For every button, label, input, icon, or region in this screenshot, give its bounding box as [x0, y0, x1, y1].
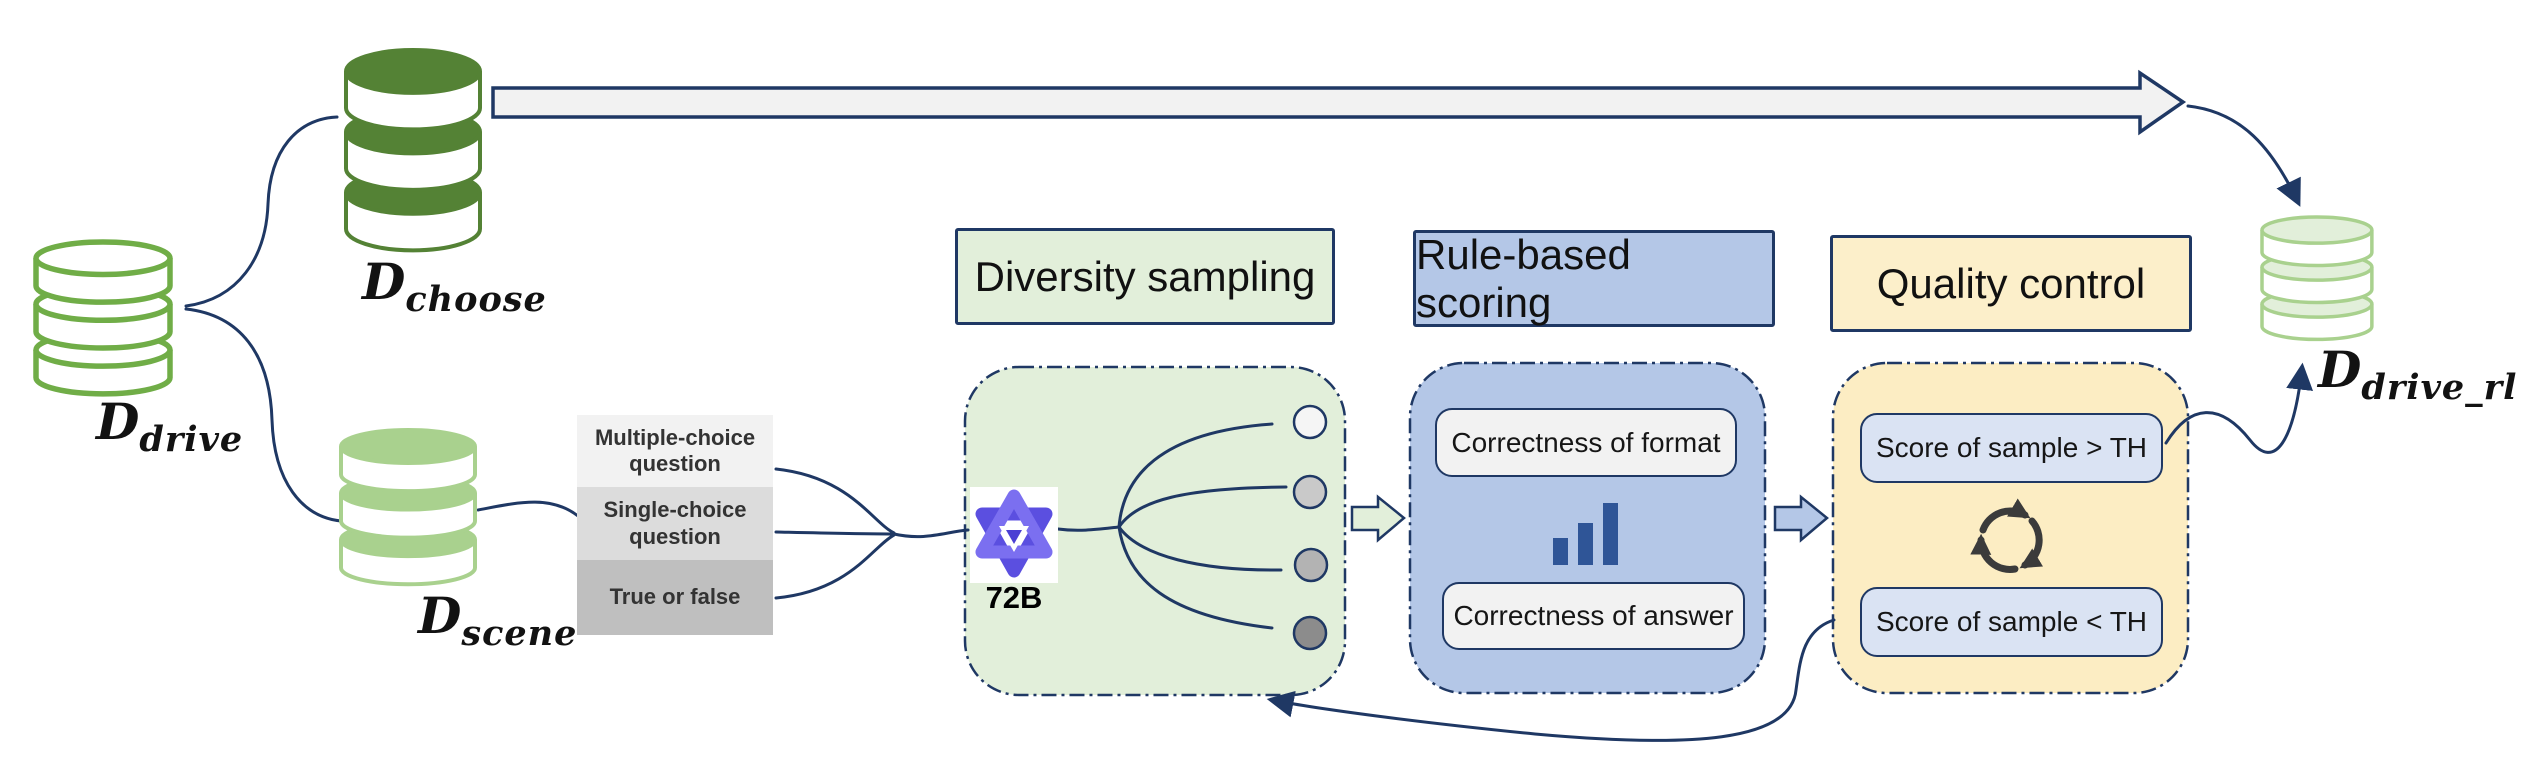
- quality-control-title: Quality control: [1876, 259, 2146, 307]
- qwen-model-logo: [970, 487, 1058, 583]
- sample-circle-1: [1292, 404, 1328, 440]
- connector-lines: [184, 104, 2314, 742]
- drive-rl-dataset-label: Ddrive_rl: [2318, 340, 2517, 408]
- database-cylinder-drive-rl: [2262, 217, 2372, 339]
- sample-circle-3: [1293, 547, 1329, 583]
- drive-to-choose-connector: [184, 115, 339, 308]
- drive-dataset-label-sub: drive: [139, 419, 244, 460]
- drive-dataset-label: Ddrive: [96, 392, 243, 460]
- sample-circle-4: [1292, 615, 1328, 651]
- model-size-label: 72B: [985, 580, 1043, 615]
- choose-dataset-label-sub: choose: [405, 279, 547, 320]
- correctness-of-answer-box: Correctness of answer: [1442, 582, 1745, 650]
- drive-dataset-label-main: D: [96, 392, 140, 451]
- correctness-of-format-label: Correctness of format: [1451, 426, 1721, 458]
- diversity-sampling-header: Diversity sampling: [955, 228, 1335, 325]
- database-cylinder-drive: [36, 242, 170, 394]
- bar-chart-icon: [1553, 503, 1618, 565]
- rule-based-scoring-title: Rule-based scoring: [1416, 230, 1631, 326]
- score-low-feedback-connector: [1266, 618, 1836, 742]
- model-fanout-branch-3: [1117, 525, 1283, 572]
- drive-rl-dataset-label-main: D: [2318, 340, 2362, 399]
- drive-to-scene-connector: [184, 307, 343, 523]
- question-type-multiple-choice-label: Multiple-choice question: [594, 424, 756, 476]
- question-type-true-false-label: True or false: [609, 584, 741, 610]
- quality-control-header: Quality control: [1830, 235, 2192, 332]
- choose-dataset-label: Dchoose: [362, 252, 547, 320]
- correctness-of-format-box: Correctness of format: [1435, 408, 1737, 477]
- score-high-to-drive-rl-connector: [2164, 362, 2314, 454]
- score-below-threshold-label: Score of sample < TH: [1875, 606, 2148, 637]
- choose-to-drive-rl-block-arrow: [491, 69, 2187, 136]
- choose-dataset-label-main: D: [362, 252, 406, 311]
- rule-based-scoring-header: Rule-based scoring: [1413, 230, 1775, 327]
- sample-circle-2: [1292, 474, 1328, 510]
- scene-dataset-label: Dscene: [418, 586, 577, 654]
- hub-to-model-connector: [892, 528, 970, 539]
- model-fanout-trunk: [1056, 525, 1121, 532]
- question-type-single-choice-label: Single-choice question: [603, 497, 747, 549]
- sample-circles: [1292, 404, 1329, 651]
- model-fanout-branch-2: [1117, 485, 1288, 529]
- rule-to-quality-block-arrow: [1773, 494, 1829, 543]
- diversity-sampling-title: Diversity sampling: [974, 252, 1316, 300]
- single-choice-to-model-connector: [774, 530, 896, 536]
- question-type-multiple-choice: Multiple-choice question: [577, 415, 773, 487]
- diversity-to-rule-block-arrow: [1350, 494, 1406, 543]
- model-logo-knot-icon: [975, 507, 1053, 578]
- arrow-tip-to-drive-rl-connector: [2186, 104, 2301, 207]
- score-above-threshold-box: Score of sample > TH: [1860, 413, 2163, 483]
- score-above-threshold-label: Score of sample > TH: [1875, 432, 2148, 463]
- question-type-single-choice: Single-choice question: [577, 487, 773, 560]
- true-false-to-model-connector: [774, 533, 896, 600]
- score-below-threshold-box: Score of sample < TH: [1860, 587, 2163, 657]
- scene-to-questions-connector: [476, 500, 580, 518]
- multiple-choice-to-model-connector: [774, 467, 896, 535]
- correctness-of-answer-label: Correctness of answer: [1453, 600, 1734, 631]
- drive-rl-dataset-label-sub: drive_rl: [2361, 367, 2518, 408]
- cycle-icon: [1970, 498, 2044, 573]
- model-fanout-branch-1: [1117, 422, 1274, 529]
- scene-dataset-label-main: D: [418, 586, 462, 645]
- database-cylinder-scene: [341, 430, 475, 584]
- scene-dataset-label-sub: scene: [461, 613, 578, 654]
- model-fanout-branch-4: [1117, 525, 1274, 630]
- question-type-true-false: True or false: [577, 560, 773, 635]
- database-cylinder-choose: [346, 50, 480, 250]
